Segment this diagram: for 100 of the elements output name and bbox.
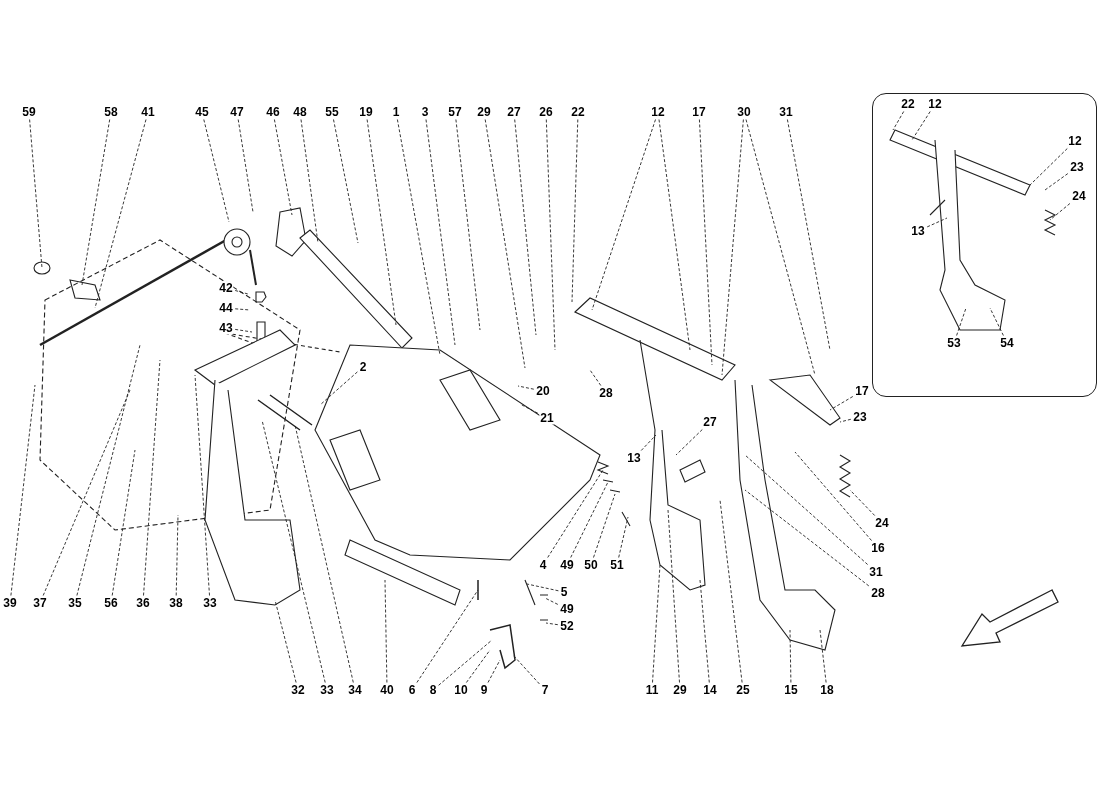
callout-number: 51 bbox=[609, 558, 625, 572]
leader-line bbox=[675, 429, 703, 456]
leader-line bbox=[384, 579, 388, 683]
leader-line bbox=[721, 119, 744, 376]
leader-line bbox=[425, 119, 456, 346]
callout-number: 57 bbox=[447, 105, 463, 119]
callout-number: 9 bbox=[479, 683, 489, 697]
leader-line bbox=[438, 639, 493, 686]
callout-number: 5 bbox=[559, 585, 569, 599]
leader-line bbox=[719, 499, 743, 683]
leader-line bbox=[234, 290, 249, 295]
callout-number: 52 bbox=[559, 619, 575, 633]
leader-line bbox=[786, 119, 831, 351]
leader-line bbox=[300, 119, 319, 244]
leader-line bbox=[514, 119, 537, 336]
callout-number: 1 bbox=[391, 105, 401, 119]
callout-number: 7 bbox=[540, 683, 550, 697]
callout-number: 59 bbox=[21, 105, 37, 119]
leader-line bbox=[10, 384, 36, 596]
leader-line bbox=[237, 119, 254, 213]
leader-line bbox=[570, 481, 609, 558]
callout-number: 38 bbox=[168, 596, 184, 610]
leader-line bbox=[29, 119, 43, 269]
callout-number: 37 bbox=[32, 596, 48, 610]
callout-number: 26 bbox=[538, 105, 554, 119]
callout-number: 34 bbox=[347, 683, 363, 697]
callout-number: 49 bbox=[559, 602, 575, 616]
callout-number: 53 bbox=[946, 336, 962, 350]
callout-number: 47 bbox=[229, 105, 245, 119]
leader-line bbox=[829, 396, 854, 411]
leader-line bbox=[487, 659, 501, 683]
leader-line bbox=[111, 449, 136, 596]
callout-number: 48 bbox=[292, 105, 308, 119]
callout-number: 21 bbox=[539, 411, 555, 425]
leader-line bbox=[892, 111, 905, 131]
inset-panel bbox=[872, 93, 1097, 397]
callout-number: 54 bbox=[999, 336, 1015, 350]
leader-line bbox=[794, 451, 872, 541]
callout-number: 35 bbox=[67, 596, 83, 610]
leader-line bbox=[455, 119, 481, 331]
callout-number: 58 bbox=[103, 105, 119, 119]
callout-number: 50 bbox=[583, 558, 599, 572]
callout-number: 13 bbox=[626, 451, 642, 465]
callout-number: 27 bbox=[506, 105, 522, 119]
leader-line bbox=[589, 369, 602, 386]
callout-number: 13 bbox=[910, 224, 926, 238]
leader-line bbox=[526, 583, 559, 592]
leader-line bbox=[547, 469, 604, 558]
callout-number: 44 bbox=[218, 301, 234, 315]
leader-line bbox=[667, 509, 680, 683]
leader-line bbox=[234, 328, 253, 333]
leader-line bbox=[591, 119, 656, 311]
leader-line bbox=[261, 419, 326, 683]
leader-line bbox=[745, 119, 816, 376]
callout-number: 25 bbox=[735, 683, 751, 697]
callout-number: 10 bbox=[453, 683, 469, 697]
callout-number: 55 bbox=[324, 105, 340, 119]
callout-number: 15 bbox=[783, 683, 799, 697]
callout-number: 17 bbox=[854, 384, 870, 398]
callout-number: 20 bbox=[535, 384, 551, 398]
leader-line bbox=[819, 629, 827, 683]
leader-line bbox=[512, 654, 540, 685]
callout-number: 31 bbox=[868, 565, 884, 579]
callout-number: 28 bbox=[598, 386, 614, 400]
leader-line bbox=[744, 489, 870, 587]
leader-line bbox=[234, 308, 251, 311]
callout-number: 19 bbox=[358, 105, 374, 119]
callout-number: 40 bbox=[379, 683, 395, 697]
leader-line bbox=[517, 385, 535, 390]
callout-number: 36 bbox=[135, 596, 151, 610]
callout-number: 14 bbox=[702, 683, 718, 697]
leader-line bbox=[484, 119, 526, 369]
callout-number: 46 bbox=[265, 105, 281, 119]
leader-line bbox=[94, 119, 147, 309]
leader-line bbox=[652, 564, 661, 683]
callout-number: 12 bbox=[1067, 134, 1083, 148]
callout-number: 45 bbox=[194, 105, 210, 119]
callout-number: 23 bbox=[1069, 160, 1085, 174]
callout-number: 22 bbox=[900, 97, 916, 111]
callout-number: 12 bbox=[650, 105, 666, 119]
callout-number: 17 bbox=[691, 105, 707, 119]
callout-number: 39 bbox=[2, 596, 18, 610]
leader-line bbox=[519, 403, 539, 414]
callout-number: 30 bbox=[736, 105, 752, 119]
leader-line bbox=[366, 119, 397, 326]
callout-number: 24 bbox=[1071, 189, 1087, 203]
leader-line bbox=[1029, 148, 1068, 186]
leader-line bbox=[42, 389, 131, 596]
leader-line bbox=[849, 489, 876, 516]
callout-number: 11 bbox=[644, 683, 660, 697]
callout-number: 4 bbox=[538, 558, 548, 572]
callout-number: 33 bbox=[202, 596, 218, 610]
leader-line bbox=[593, 493, 616, 558]
callout-number: 2 bbox=[358, 360, 368, 374]
callout-number: 41 bbox=[140, 105, 156, 119]
callout-number: 33 bbox=[319, 683, 335, 697]
leader-line bbox=[911, 111, 931, 141]
callout-number: 6 bbox=[407, 683, 417, 697]
leader-line bbox=[396, 119, 441, 356]
leader-line bbox=[699, 579, 710, 683]
